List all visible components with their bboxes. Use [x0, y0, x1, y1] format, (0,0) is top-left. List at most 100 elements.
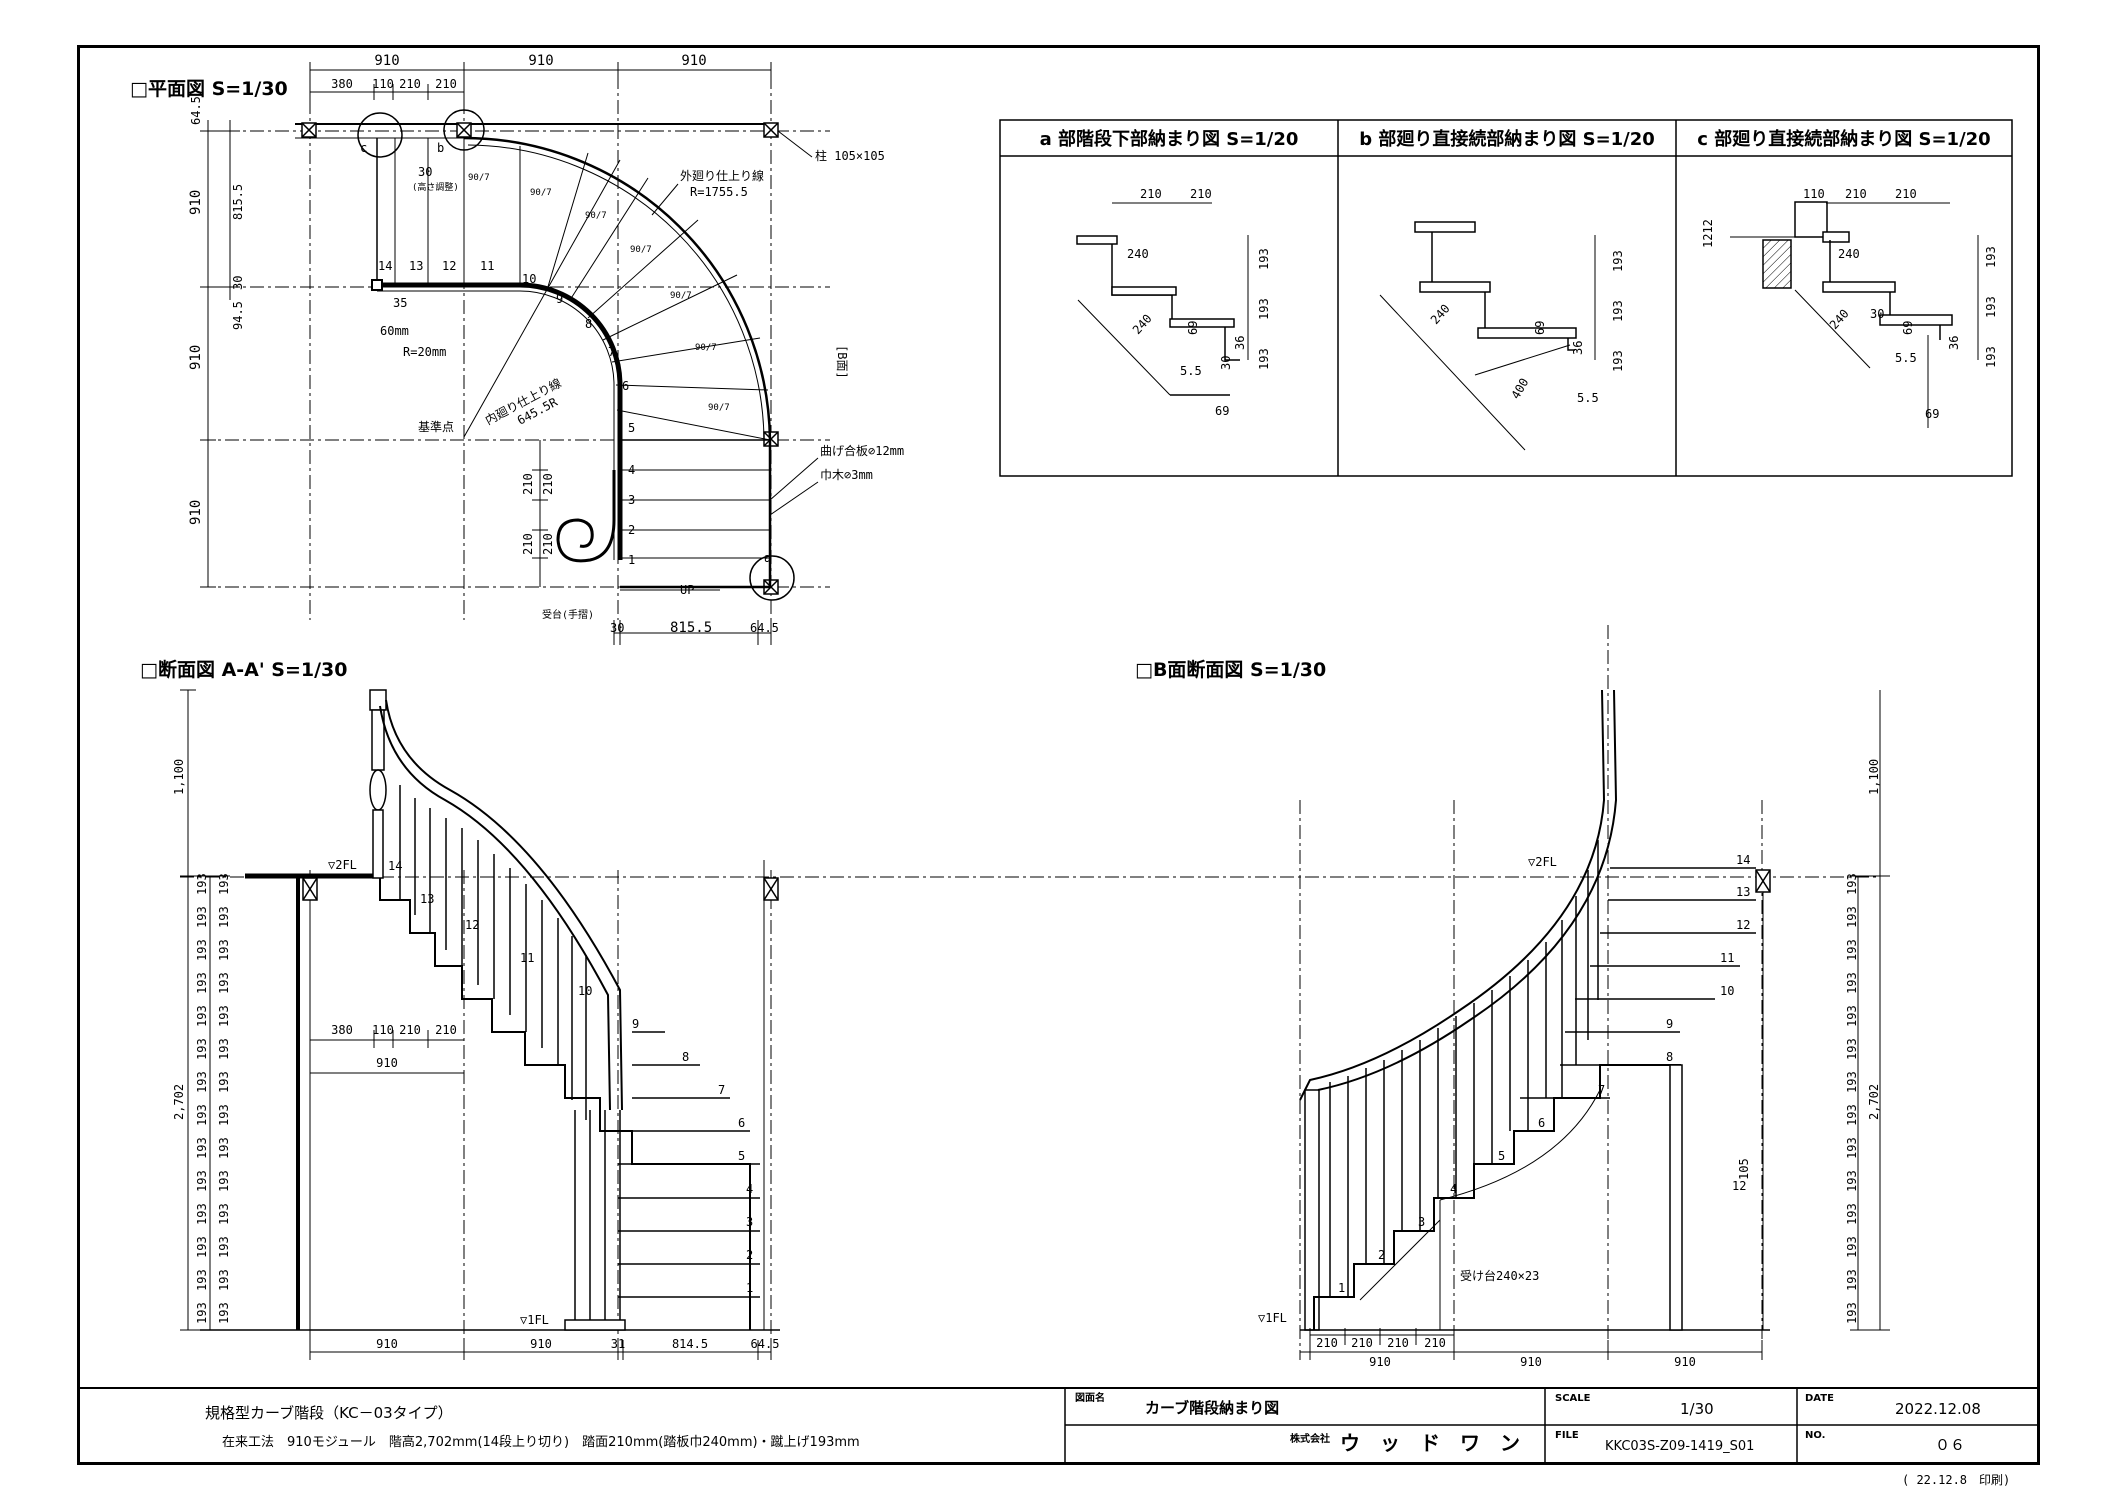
detail-c-dims: 110 210 210 240 240 30 69 5.5 36 193 193…	[1701, 187, 1998, 421]
plan-stair-outline	[376, 136, 772, 589]
detail-c-drawing	[1730, 201, 1979, 428]
plan-left-dim-1: 64.5	[189, 96, 203, 125]
plan-outer-r-label: R=1755.5	[690, 185, 748, 199]
title-block: 規格型カーブ階段（KC－03タイプ） 在来工法 910モジュール 階高2,702…	[80, 1387, 2037, 1487]
detail-a-dim-6: 36	[1233, 336, 1247, 350]
section-a-riser-b2: 193	[217, 906, 231, 928]
section-a-riser-b1: 193	[217, 873, 231, 895]
section-b-newel	[1304, 1089, 1320, 1331]
detail-c-dim-10: 193	[1984, 246, 1998, 268]
section-b-riser-8: 193	[1845, 1104, 1859, 1126]
title-date-label: DATE	[1805, 1393, 1834, 1404]
section-a-riser-7: 193	[195, 1071, 209, 1093]
plan-dim30-note: (高さ調整)	[412, 181, 459, 193]
title-date: 2022.12.08	[1895, 1400, 1981, 1418]
plan-step-7: 7	[608, 345, 615, 359]
plan-step-14: 14	[378, 259, 392, 273]
plan-left-dim-3: 815.5	[231, 184, 245, 220]
detail-c-dim-11: 193	[1984, 296, 1998, 318]
section-b-riser-13: 193	[1845, 1269, 1859, 1291]
detail-a-dim-4: 240	[1130, 312, 1155, 337]
plan-left-dim-7: 910	[188, 500, 204, 525]
title-file: KKC03S-Z09-1419_S01	[1605, 1439, 1754, 1454]
section-a-step-14: 14	[388, 859, 402, 873]
section-a-step-12: 12	[465, 918, 479, 932]
section-a-riser-b10: 193	[217, 1170, 231, 1192]
section-a-inner-dim-lines	[310, 1030, 464, 1074]
plan-step-numbers: 1 2 3 4 5 6 7 8 9 10 11 12 13 14	[378, 259, 635, 567]
plan-winder-lines	[519, 146, 771, 441]
section-b-12: 12	[1732, 1179, 1746, 1193]
detail-c-dim-8: 5.5	[1895, 351, 1917, 365]
detail-a-dim-10: 193	[1257, 298, 1271, 320]
section-a-riser-10: 193	[195, 1170, 209, 1192]
section-a-step-5: 5	[738, 1149, 745, 1163]
section-b-step-12: 12	[1736, 918, 1750, 932]
plan-newel	[371, 279, 383, 291]
detail-b-dim-7: 193	[1611, 300, 1625, 322]
plan-angle-labels: 90/7 90/7 90/7 90/7 90/7 90/7 90/7	[468, 173, 730, 413]
plan-top-sub-dim-1: 380	[331, 77, 353, 91]
section-b-riser-4: 193	[1845, 972, 1859, 994]
section-b-1fl-label: ▽1FL	[1258, 1311, 1287, 1325]
section-a-posts	[302, 877, 779, 901]
plan-detail-circles	[357, 109, 795, 601]
detail-c-title: c 部廻り直接続部納まり図 S=1/20	[1697, 128, 1990, 150]
section-b-balusters	[1329, 840, 1599, 1297]
section-b-bottom-910-2: 910	[1520, 1355, 1542, 1369]
section-a-treads	[618, 1031, 760, 1298]
plan-angle-3: 90/7	[585, 211, 607, 221]
plan-r20: R=20mm	[403, 345, 446, 359]
title-no-label: NO.	[1805, 1430, 1825, 1441]
section-b-riser-11: 193	[1845, 1203, 1859, 1225]
detail-a-dim-9: 193	[1257, 248, 1271, 270]
plan-top-dim-1: 910	[374, 53, 399, 69]
title-company-label: 株式会社	[1290, 1432, 1330, 1445]
detail-c-dim-13: 69	[1925, 407, 1939, 421]
section-b-step-1: 1	[1338, 1281, 1345, 1295]
plan-left210-3: 210	[521, 533, 535, 555]
detail-a-dim-7: 30	[1219, 356, 1233, 370]
section-b-riser-10: 193	[1845, 1170, 1859, 1192]
title-product: 規格型カーブ階段（KC－03タイプ）	[205, 1404, 453, 1422]
plan-top-dim-3: 910	[681, 53, 706, 69]
detail-c-dim-4: 240	[1838, 247, 1860, 261]
detail-b-dim-1: 240	[1428, 302, 1453, 327]
section-b-curve-under	[1439, 1089, 1601, 1201]
detail-c-dim-5: 240	[1827, 307, 1852, 332]
detail-a-drawing	[1076, 202, 1249, 396]
section-a-height-top: 1,100	[172, 759, 186, 795]
details-table: a 部階段下部納まり図 S=1/20 b 部廻り直接続部納まり図 S=1/20 …	[999, 119, 2013, 477]
section-b-step-10: 10	[1720, 984, 1734, 998]
section-b-riser-6: 193	[1845, 1038, 1859, 1060]
plan-left210-lines	[532, 440, 548, 587]
title-drawing-label: 図面名	[1075, 1391, 1105, 1404]
section-b-step-13: 13	[1736, 885, 1750, 899]
section-a-title: □断面図 A-A' S=1/30	[140, 658, 348, 681]
section-a-riser-6: 193	[195, 1038, 209, 1060]
detail-b-dim-2: 69	[1533, 321, 1547, 335]
plan-upper-treads	[394, 138, 465, 285]
section-a-riser-2: 193	[195, 906, 209, 928]
plan-bottom-dim-3: 64.5	[750, 621, 779, 635]
plan-step-13: 13	[409, 259, 423, 273]
section-b-step-7: 7	[1598, 1083, 1605, 1097]
title-scale: 1/30	[1680, 1400, 1714, 1418]
section-a-step-10: 10	[578, 984, 592, 998]
section-a-bottom-dim-lines	[309, 1340, 772, 1360]
section-a-newel-post	[369, 689, 387, 879]
plan-top-sub-dim-2: 110	[372, 77, 394, 91]
section-b-riser-14: 193	[1845, 1302, 1859, 1324]
section-a-inner-dim-2: 110	[372, 1023, 394, 1037]
section-b-step-6: 6	[1538, 1116, 1545, 1130]
plan-mark-b: b	[437, 141, 444, 155]
plan-mark-c: c	[360, 141, 367, 155]
section-b-step-8: 8	[1666, 1050, 1673, 1064]
detail-a-dim-1: 210	[1140, 187, 1162, 201]
section-b-post	[1755, 869, 1771, 893]
section-a-inner-dim-3: 210	[399, 1023, 421, 1037]
section-b-right-dim-lines	[1850, 690, 1890, 1331]
title-spec: 在来工法 910モジュール 階高2,702mm(14段上り切り) 踏面210mm…	[222, 1434, 860, 1450]
detail-a-dim-5: 69	[1186, 321, 1200, 335]
section-b-stair-profile	[1313, 1064, 1681, 1330]
